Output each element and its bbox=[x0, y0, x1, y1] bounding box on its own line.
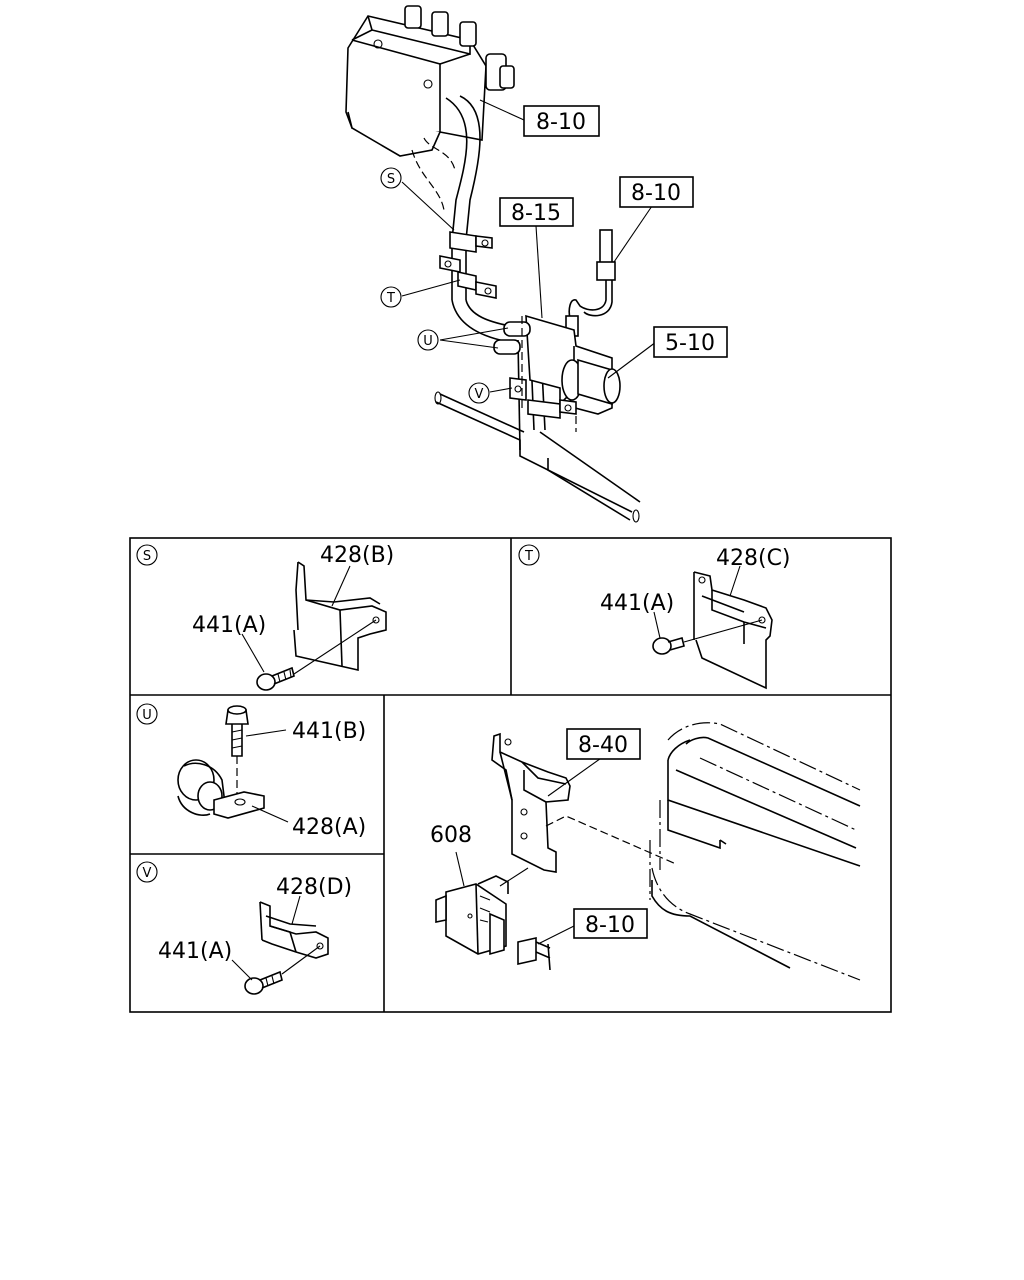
svg-text:V: V bbox=[475, 387, 484, 402]
bolt-441a bbox=[256, 666, 295, 691]
svg-text:8-15: 8-15 bbox=[511, 201, 561, 226]
ref-box-4: 5-10 bbox=[653, 326, 728, 358]
panel-main: 608 bbox=[430, 722, 861, 981]
svg-text:8-40: 8-40 bbox=[578, 733, 628, 758]
svg-text:U: U bbox=[423, 334, 433, 349]
clamp-s-assembly bbox=[449, 231, 493, 253]
svg-text:8-10: 8-10 bbox=[585, 913, 635, 938]
marker-s: S bbox=[380, 167, 402, 189]
marker-v: V bbox=[468, 382, 490, 404]
svg-text:441(A): 441(A) bbox=[192, 613, 266, 638]
bracket-428d bbox=[259, 901, 329, 959]
grille bbox=[649, 722, 861, 981]
sensor-608 bbox=[435, 875, 509, 956]
svg-text:8-10: 8-10 bbox=[536, 110, 586, 135]
bracket-428c bbox=[693, 571, 773, 690]
bracket-428b bbox=[293, 561, 387, 672]
ref-box-3: 8-15 bbox=[499, 197, 574, 227]
panel-t: T 428(C) 441(A) bbox=[518, 544, 791, 690]
svg-text:428(B): 428(B) bbox=[320, 543, 394, 568]
panel-s: S 428(B) 441(A) bbox=[136, 543, 394, 691]
hydraulic-unit-assembly bbox=[345, 5, 515, 157]
marker-u: U bbox=[417, 329, 439, 351]
frame-rail bbox=[434, 391, 641, 523]
brake-tube bbox=[565, 229, 616, 337]
svg-text:441(A): 441(A) bbox=[158, 939, 232, 964]
sensor-bracket bbox=[491, 732, 571, 873]
svg-text:S: S bbox=[143, 549, 151, 564]
marker-t: T bbox=[380, 286, 402, 308]
top-leaders bbox=[401, 99, 657, 393]
svg-text:428(C): 428(C) bbox=[716, 546, 791, 571]
bolt-441a bbox=[244, 970, 283, 995]
svg-text:428(D): 428(D) bbox=[276, 875, 352, 900]
bolt-441b bbox=[225, 705, 249, 757]
svg-text:8-10: 8-10 bbox=[631, 181, 681, 206]
ref-box-2: 8-10 bbox=[619, 176, 694, 208]
svg-text:5-10: 5-10 bbox=[665, 331, 715, 356]
frame-bracket bbox=[493, 314, 621, 432]
svg-text:S: S bbox=[387, 172, 395, 187]
detail-grid bbox=[129, 537, 892, 1013]
clamp-428a bbox=[177, 759, 265, 819]
svg-text:441(A): 441(A) bbox=[600, 591, 674, 616]
panel-v: V 428(D) 441(A) bbox=[136, 861, 352, 995]
svg-text:T: T bbox=[386, 291, 395, 306]
ref-box-5: 8-40 bbox=[566, 728, 641, 760]
svg-text:428(A): 428(A) bbox=[292, 815, 366, 840]
ref-box-1: 8-10 bbox=[523, 105, 600, 137]
clamp-t-assembly bbox=[439, 255, 497, 299]
svg-text:608: 608 bbox=[430, 823, 472, 848]
bolt-441a bbox=[652, 637, 685, 655]
svg-text:U: U bbox=[142, 708, 152, 723]
svg-text:V: V bbox=[143, 866, 152, 881]
svg-text:441(B): 441(B) bbox=[292, 719, 366, 744]
connector bbox=[517, 937, 551, 971]
svg-text:T: T bbox=[524, 549, 533, 564]
ref-box-6: 8-10 bbox=[573, 908, 648, 939]
panel-u: U 441(B) 428(A) bbox=[136, 703, 366, 840]
